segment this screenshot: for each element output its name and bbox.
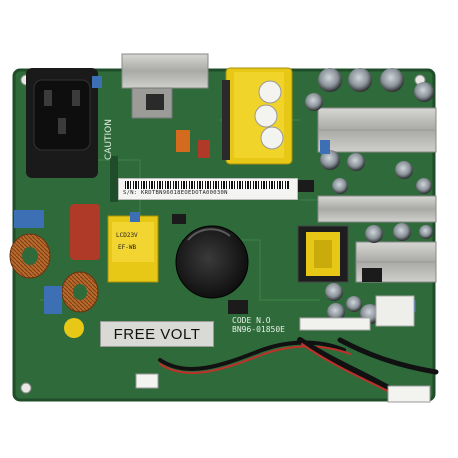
secondary-transformer (297, 225, 349, 283)
transformer-tag-2: EF-WB (118, 244, 137, 251)
code-number-text: CODE N.O BN96-01850E (232, 316, 285, 334)
wire-harness (158, 337, 439, 395)
main-filter-capacitor (175, 225, 249, 299)
code-no-line1: CODE N.O (232, 316, 271, 325)
copper-coil-left (9, 233, 51, 279)
blue-x-capacitor (14, 210, 44, 228)
cable-plug-left (135, 373, 159, 389)
cable-plug-right (387, 385, 431, 403)
orange-component (176, 130, 190, 152)
red-capacitor-large (70, 204, 100, 260)
right-heatsink-top (317, 107, 437, 153)
free-volt-label: FREE VOLT (100, 321, 214, 347)
output-connector (299, 295, 415, 331)
serial-sticker: S/N: KRDTBN96018EOEDOTA00030N (118, 178, 298, 200)
ac-power-socket (26, 68, 98, 178)
input-choke-yellow (107, 215, 159, 283)
code-no-line2: BN96-01850E (232, 325, 285, 334)
transformer-tag-1: LCD23V (116, 232, 138, 239)
copper-coil-lower (61, 271, 99, 313)
right-heatsink-middle (317, 195, 437, 223)
barcode (125, 181, 289, 189)
caution-text: CAUTION (104, 119, 114, 160)
serial-text: S/N: KRDTBN96018EOEDOTA00030N (123, 190, 228, 196)
capacitor-cluster-mid (320, 150, 432, 194)
blue-y-capacitor (44, 286, 62, 314)
capacitor-row-top (305, 68, 434, 111)
capacitor-cluster-lower (325, 223, 433, 324)
yellow-varistor (64, 318, 84, 338)
main-transformer (222, 67, 293, 165)
top-heatsink (121, 53, 209, 119)
